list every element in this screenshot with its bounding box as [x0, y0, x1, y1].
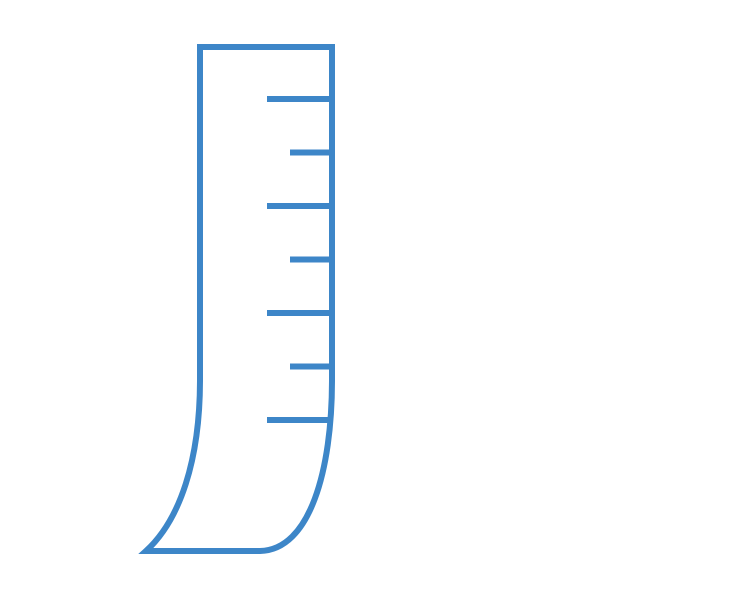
- tick-marks: [267, 96, 329, 423]
- cylinder-outline: [138, 44, 335, 554]
